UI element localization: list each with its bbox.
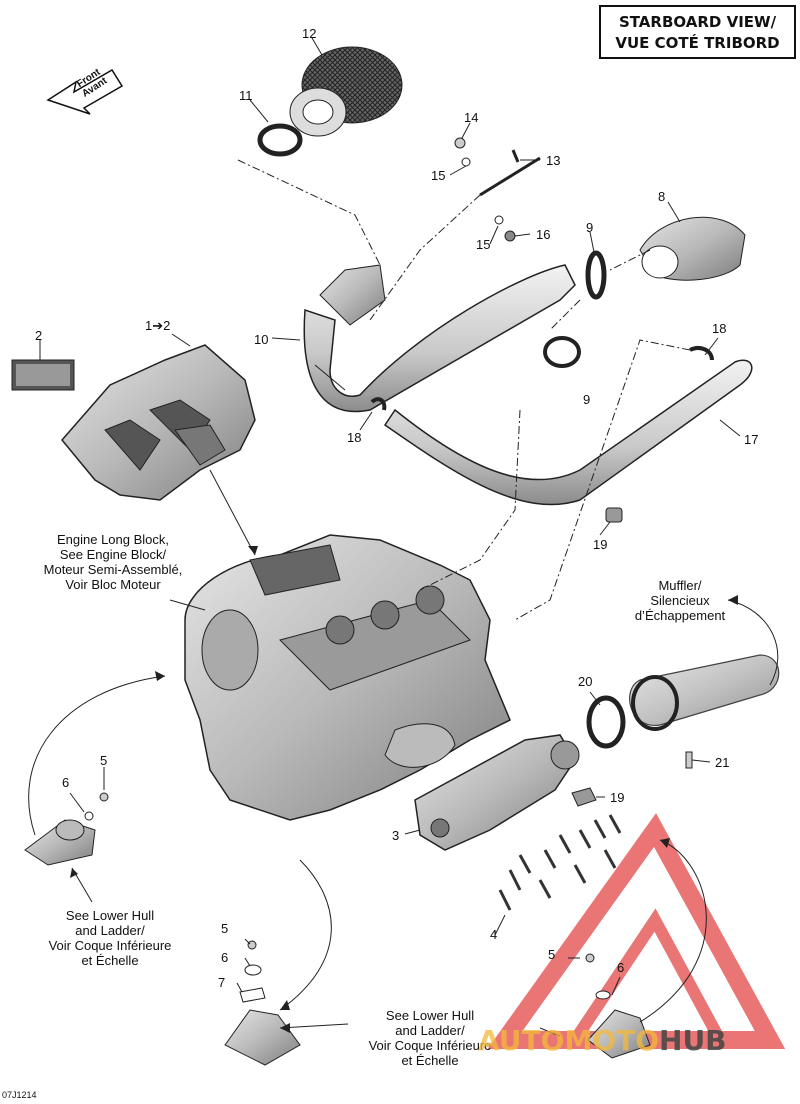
- engine-note-line: See Engine Block/: [59, 547, 167, 562]
- engine-note-line: Moteur Semi-Assemblé,: [43, 562, 183, 577]
- view-title-line2: VUE COTÉ TRIBORD: [615, 34, 780, 52]
- callout-4: 4: [490, 927, 498, 942]
- muffler-note-line: Muffler/: [658, 578, 702, 593]
- callout-16: 16: [536, 227, 551, 242]
- callout-14: 14: [464, 110, 479, 125]
- arrowheads: [70, 546, 738, 1033]
- spring-pin: [685, 751, 693, 769]
- callout-17: 17: [744, 432, 759, 447]
- watermark-part1: AUTOMOTO: [478, 1024, 660, 1057]
- bolt-set-4: [498, 814, 622, 911]
- hose-17: [370, 346, 753, 523]
- callout-20: 20: [578, 674, 593, 689]
- callout-9: 9: [586, 220, 594, 235]
- callout-5: 5: [221, 921, 229, 936]
- figure-code: 07J1214: [2, 1090, 37, 1100]
- callout-11: 11: [239, 88, 253, 103]
- callout-7: 7: [218, 975, 226, 990]
- hull-note-line: See Lower Hull: [385, 1008, 475, 1023]
- callout-5: 5: [100, 753, 108, 768]
- callout-18: 18: [712, 321, 727, 336]
- callout-6: 6: [617, 960, 625, 975]
- hull-note-left: See Lower Hull and Ladder/ Voir Coque In…: [20, 908, 200, 968]
- engine-note: Engine Long Block, See Engine Block/ Mot…: [28, 532, 198, 592]
- callout-15: 15: [476, 237, 491, 252]
- callout-21: 21: [715, 755, 730, 770]
- strap-hardware: [454, 137, 541, 242]
- engine-note-line: Voir Bloc Moteur: [65, 577, 161, 592]
- callout-13: 13: [546, 153, 561, 168]
- air-filter: [289, 46, 403, 137]
- engine-cover: [61, 344, 256, 501]
- callout-19: 19: [593, 537, 608, 552]
- callout-10: 10: [254, 332, 269, 347]
- clamp-19b: [571, 787, 597, 807]
- clamps-9: [543, 250, 607, 368]
- decal-label: [11, 359, 75, 391]
- callout-15: 15: [431, 168, 446, 183]
- view-title-line1: STARBOARD VIEW/: [618, 13, 777, 31]
- callout-6: 6: [221, 950, 229, 965]
- hull-note-line: See Lower Hull: [65, 908, 155, 923]
- callout-6: 6: [62, 775, 70, 790]
- callout-18: 18: [347, 430, 362, 445]
- clamp-11: [257, 123, 303, 157]
- engine-mount-left: [24, 792, 109, 866]
- intake-tube: [303, 264, 576, 413]
- callout-8: 8: [658, 189, 666, 204]
- assembly-lines: [237, 159, 691, 621]
- muffler-note-line: d’Échappement: [634, 608, 726, 623]
- callout-12: 12: [302, 26, 317, 41]
- view-title-box: STARBOARD VIEW/ VUE COTÉ TRIBORD: [599, 5, 796, 59]
- muffler: [629, 654, 780, 731]
- engine-note-line: Engine Long Block,: [56, 532, 170, 547]
- hull-note-line: Voir Coque Inférieure: [368, 1038, 492, 1053]
- callout-2: 2: [35, 328, 43, 343]
- hull-note-line: et Échelle: [401, 1053, 459, 1068]
- engine-block: [184, 534, 511, 821]
- callout-3: 3: [392, 828, 400, 843]
- watermark-logo: [487, 813, 786, 1049]
- muffler-note: Muffler/ Silencieux d’Échappement: [610, 578, 750, 623]
- hull-note-bottom: See Lower Hull and Ladder/ Voir Coque In…: [340, 1008, 520, 1068]
- muffler-note-line: Silencieux: [650, 593, 710, 608]
- watermark-part2: HUB: [659, 1024, 727, 1057]
- front-arrow-icon: [46, 68, 124, 115]
- engine-mount-right: [585, 953, 651, 1059]
- callout-1-to-2: 1➔2: [145, 318, 171, 333]
- exhaust-manifold: [414, 734, 580, 851]
- callout-5: 5: [548, 947, 556, 962]
- engine-mount-bottom: [224, 940, 301, 1066]
- hull-note-line: et Échelle: [81, 953, 139, 968]
- clamp-20: [586, 695, 626, 749]
- leader-lines: [28, 37, 779, 1037]
- hull-note-line: and Ladder/: [395, 1023, 465, 1038]
- rubber-elbow: [639, 216, 746, 281]
- hull-note-line: and Ladder/: [75, 923, 145, 938]
- watermark-text: AUTOMOTOHUB: [478, 1024, 727, 1057]
- hull-note-line: Voir Coque Inférieure: [48, 938, 172, 953]
- callout-9: 9: [583, 392, 591, 407]
- callout-19: 19: [610, 790, 625, 805]
